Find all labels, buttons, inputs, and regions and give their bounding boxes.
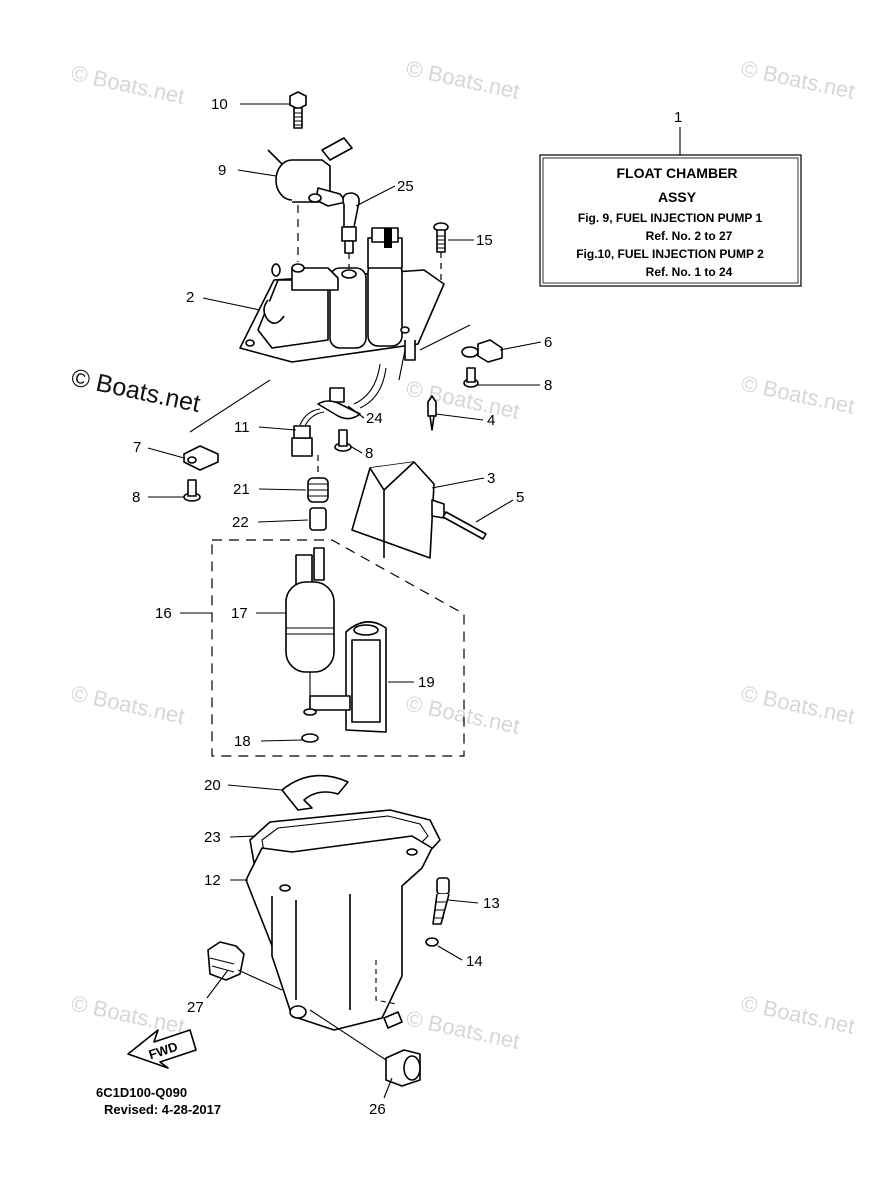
part-12-float-chamber [245, 835, 433, 1031]
watermark: © Boats.net [69, 990, 187, 1038]
info-box-title-line1: FLOAT CHAMBER [616, 165, 737, 181]
part-21-filter [307, 455, 329, 503]
part-10-bolt [289, 91, 307, 129]
ref-label-15: 15 [476, 232, 493, 249]
ref-label-16: 16 [155, 605, 172, 622]
ref-label-17: 17 [231, 605, 248, 622]
part-25-fitting [341, 192, 360, 270]
footer: 6C1D100-Q090 Revised: 4-28-2017 [96, 1085, 221, 1117]
ref-label-8-b: 8 [365, 445, 373, 462]
part-13-jet [432, 877, 450, 925]
part-11-harness [291, 408, 325, 457]
ref-label-5: 5 [516, 489, 524, 506]
ref-label-21: 21 [233, 481, 250, 498]
ref-label-26: 26 [369, 1101, 386, 1118]
part-24-clip [317, 363, 387, 420]
part-2-pump-body [189, 227, 445, 433]
ref-label-8-a: 8 [544, 377, 552, 394]
ref-label-19: 19 [418, 674, 435, 691]
ref-label-9: 9 [218, 162, 226, 179]
part-26-plug [385, 1049, 421, 1087]
info-box-fig10-line: Fig.10, FUEL INJECTION PUMP 2 [576, 247, 764, 261]
part-18-oring [301, 708, 319, 743]
ref-label-25: 25 [397, 178, 414, 195]
watermark: © Boats.net [69, 60, 187, 108]
part-19-strainer [309, 621, 387, 733]
watermark: © Boats.net [404, 55, 522, 103]
ref-label-24: 24 [366, 410, 383, 427]
ref-label-23: 23 [204, 829, 221, 846]
watermark: © Boats.net [739, 990, 857, 1038]
leader-lines [147, 103, 542, 1099]
part-8-bolt-b [334, 429, 352, 452]
part-7-grommet [183, 445, 219, 471]
part-27-grommet [207, 941, 245, 981]
ref-label-12: 12 [204, 872, 221, 889]
info-box-title-line2: ASSY [658, 189, 697, 205]
watermark: © Boats.net [739, 55, 857, 103]
ref-label-14: 14 [466, 953, 483, 970]
part-17-pump-motor [285, 547, 335, 708]
ref-label-18: 18 [234, 733, 251, 750]
info-box-ref-number: 1 [674, 109, 682, 126]
part-15-screw [433, 222, 449, 285]
ref-label-3: 3 [487, 470, 495, 487]
ref-label-8-c: 8 [132, 489, 140, 506]
info-box-fig10-ref: Ref. No. 1 to 24 [646, 265, 733, 279]
part-4-valve [427, 395, 437, 431]
watermark: © Boats.net [69, 680, 187, 728]
watermark: © Boats.net [404, 690, 522, 738]
ref-label-11: 11 [234, 419, 250, 436]
ref-label-20: 20 [204, 777, 221, 794]
part-16-pump-group [211, 539, 465, 757]
watermark-prominent: © Boats.net [69, 363, 203, 418]
ref-label-2: 2 [186, 289, 194, 306]
ref-label-4: 4 [487, 412, 495, 429]
info-box-fig9-ref: Ref. No. 2 to 27 [646, 229, 733, 243]
ref-label-7: 7 [133, 439, 141, 456]
diagram-code: 6C1D100-Q090 [96, 1085, 187, 1100]
info-box-fig9-line: Fig. 9, FUEL INJECTION PUMP 1 [578, 211, 763, 225]
ref-label-22: 22 [232, 514, 249, 531]
part-8-bolt-c [183, 479, 201, 502]
part-22-seal [309, 507, 327, 531]
part-3-cover [351, 461, 445, 559]
part-6-grommet [398, 324, 503, 381]
part-5-pin [442, 511, 487, 540]
ref-label-13: 13 [483, 895, 500, 912]
ref-label-10: 10 [211, 96, 228, 113]
watermark: © Boats.net [739, 680, 857, 728]
info-box-inner [542, 157, 799, 284]
watermark: © Boats.net [739, 370, 857, 418]
info-box: 1 FLOAT CHAMBER ASSY Fig. 9, FUEL INJECT… [539, 109, 802, 287]
part-14-oring [425, 937, 439, 947]
reference-numbers: 10 9 25 15 2 6 8 4 24 11 8 7 8 3 21 5 22… [132, 96, 552, 1118]
part-8-bolt-a [463, 367, 479, 388]
part-20-half-ring [281, 774, 349, 811]
watermark: © Boats.net [404, 375, 522, 423]
fwd-arrow: FWD [127, 1029, 197, 1069]
info-box-outer [539, 154, 802, 287]
ref-label-6: 6 [544, 334, 552, 351]
part-9-pressure-regulator [267, 137, 353, 262]
revision-date: Revised: 4-28-2017 [104, 1102, 221, 1117]
ref-label-27: 27 [187, 999, 204, 1016]
watermark: © Boats.net [404, 1005, 522, 1053]
